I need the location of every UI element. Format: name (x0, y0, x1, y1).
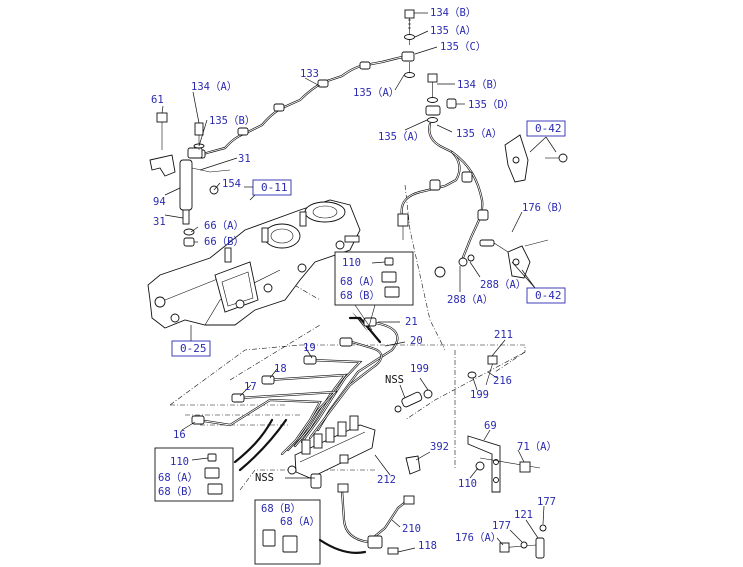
label-135A-mid[interactable]: 135（A） (353, 87, 399, 99)
label-135A-right1[interactable]: 135（A） (378, 131, 424, 143)
bracket-69 (467, 429, 541, 493)
label-288A-a[interactable]: 288（A） (480, 279, 526, 291)
label-31-upper[interactable]: 31 (238, 153, 251, 165)
label-118[interactable]: 118 (418, 540, 437, 552)
section-outlines (169, 184, 526, 491)
label-110-lower[interactable]: 110 (170, 456, 189, 468)
injection-pipes (181, 316, 406, 456)
label-134B-mid[interactable]: 134（B） (457, 79, 503, 91)
injector-assembly (149, 91, 238, 247)
label-199-upper[interactable]: 199 (410, 363, 429, 375)
label-177-lower[interactable]: 177 (492, 520, 511, 532)
label-212[interactable]: 212 (377, 474, 396, 486)
ref-0-11-text[interactable]: 0-11 (261, 181, 288, 194)
label-134B-top[interactable]: 134（B） (430, 7, 476, 19)
ref-box-0-42-top[interactable]: 0-42 (526, 120, 566, 137)
label-135B[interactable]: 135（B） (209, 115, 255, 127)
label-20[interactable]: 20 (410, 335, 423, 347)
leak-off-pipe-133 (194, 51, 415, 159)
label-176B[interactable]: 176（B） (522, 202, 568, 214)
ref-box-0-25[interactable]: 0-25 (171, 325, 211, 357)
label-211[interactable]: 211 (494, 329, 513, 341)
label-135A-right2[interactable]: 135（A） (456, 128, 502, 140)
label-71A[interactable]: 71（A） (517, 441, 557, 453)
label-19[interactable]: 19 (303, 342, 316, 354)
ref-0-42-top-text[interactable]: 0-42 (535, 122, 562, 135)
clip-detail-upper (334, 251, 414, 332)
label-69[interactable]: 69 (484, 420, 497, 432)
banjo-bolt-stack-top (394, 9, 438, 91)
label-154[interactable]: 154 (222, 178, 241, 190)
label-176A[interactable]: 176（A） (455, 532, 501, 544)
label-31-lower[interactable]: 31 (153, 216, 166, 228)
label-16[interactable]: 16 (173, 429, 186, 441)
clip-detail-bottom (254, 499, 367, 565)
label-68A-bottom[interactable]: 68（A） (280, 516, 320, 528)
bracket-0-42-bottom (434, 211, 549, 292)
label-17[interactable]: 17 (244, 381, 257, 393)
clip-392 (405, 451, 431, 475)
ref-0-42-bottom-text[interactable]: 0-42 (535, 289, 562, 302)
label-nss-upper: NSS (385, 374, 404, 386)
label-199-lower[interactable]: 199 (470, 389, 489, 401)
label-133[interactable]: 133 (300, 68, 319, 80)
label-68B-bottom[interactable]: 68（B） (261, 503, 301, 515)
label-210[interactable]: 210 (402, 523, 421, 535)
feed-pipe-210 (337, 483, 416, 555)
label-18[interactable]: 18 (274, 363, 287, 375)
label-68A-upper[interactable]: 68（A） (340, 276, 380, 288)
label-68B-lower[interactable]: 68（B） (158, 486, 198, 498)
label-288A-b[interactable]: 288（A） (447, 294, 493, 306)
banjo-bolt-stack-right (397, 73, 489, 262)
intake-manifold (147, 187, 361, 329)
label-392[interactable]: 392 (430, 441, 449, 453)
label-68A-lower[interactable]: 68（A） (158, 472, 198, 484)
bolt-211 (467, 339, 506, 391)
label-121[interactable]: 121 (514, 509, 533, 521)
label-216[interactable]: 216 (493, 375, 512, 387)
label-177-upper[interactable]: 177 (537, 496, 556, 508)
label-21[interactable]: 21 (405, 316, 418, 328)
label-94[interactable]: 94 (153, 196, 166, 208)
label-61[interactable]: 61 (151, 94, 164, 106)
nss-valve (394, 377, 433, 413)
label-134A[interactable]: 134（A） (191, 81, 237, 93)
injection-pump (285, 415, 391, 489)
label-110-right[interactable]: 110 (458, 478, 477, 490)
bracket-0-42-top (504, 134, 568, 183)
label-135C[interactable]: 135（C） (440, 41, 486, 53)
label-66A[interactable]: 66（A） (204, 220, 244, 232)
label-68B-upper[interactable]: 68（B） (340, 290, 380, 302)
part-labels: 134（B） 135（A） 135（C） 133 135（A） 134（B） 1… (151, 7, 568, 552)
label-66B[interactable]: 66（B） (204, 236, 244, 248)
label-nss-lower: NSS (255, 472, 274, 484)
ref-0-25-text[interactable]: 0-25 (180, 342, 207, 355)
label-135A-top[interactable]: 135（A） (430, 25, 476, 37)
label-135D[interactable]: 135（D） (468, 99, 514, 111)
bolt-176A (496, 505, 547, 559)
clip-detail-lower (154, 418, 288, 502)
ref-box-0-42-bottom[interactable]: 0-42 (526, 287, 566, 304)
label-110-upper[interactable]: 110 (342, 257, 361, 269)
ref-box-0-11[interactable]: 0-11 (244, 179, 292, 196)
